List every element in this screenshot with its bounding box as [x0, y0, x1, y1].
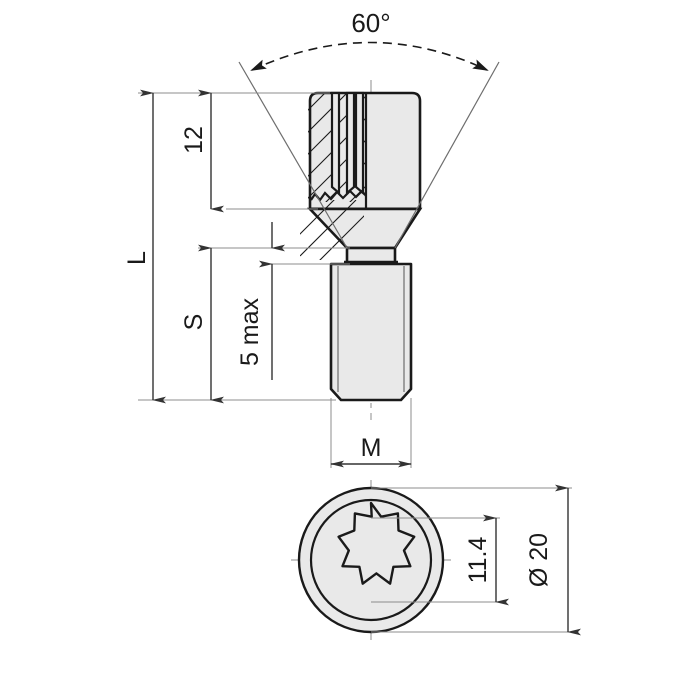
cone-section-hatching [300, 200, 364, 260]
thread-dimension-M: M [330, 398, 412, 468]
dim-label-11-4: 11.4 [464, 537, 492, 584]
side-section-view [300, 80, 423, 420]
bottom-end-view [291, 480, 451, 640]
angle-label: 60° [351, 8, 390, 38]
right-extension-lines [371, 487, 572, 633]
angle-leg-right [394, 61, 500, 249]
dim-group-5max: 5 max [236, 222, 285, 380]
angle-arc [250, 41, 489, 71]
dim-label-12: 12 [180, 126, 208, 154]
dim-label-M: M [361, 434, 382, 462]
taper-cone-60deg [306, 207, 423, 250]
dim-label-L: L [123, 251, 151, 265]
dim-label-5max: 5 max [236, 297, 264, 366]
dim-label-S: S [180, 314, 208, 331]
left-dimensions: L 12 S 5 max [123, 89, 350, 404]
socket-spline-walls [330, 91, 365, 196]
bottom-view-dimensions: 11.4 Ø 20 [371, 484, 581, 636]
threaded-shank [329, 262, 413, 402]
twelve-point-socket [337, 501, 416, 585]
dim-label-diameter-20: Ø 20 [525, 533, 553, 587]
thread-root-lines [337, 266, 405, 392]
M-extension-lines [330, 398, 412, 468]
